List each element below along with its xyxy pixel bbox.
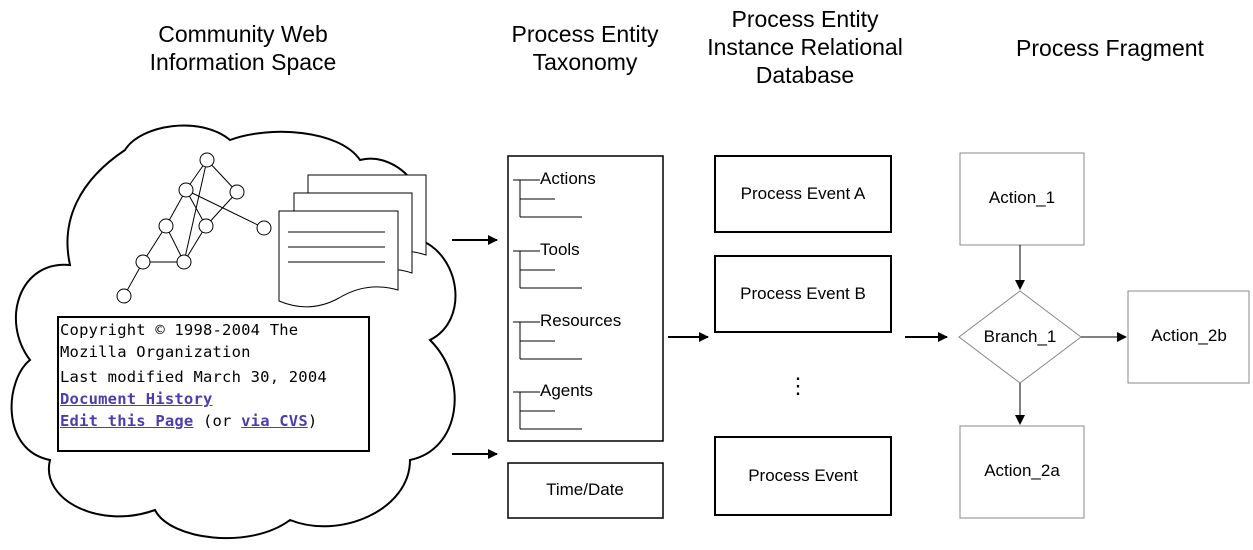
action-2b-label: Action_2b — [1151, 326, 1227, 345]
edit-page-link[interactable]: Edit this Page — [60, 412, 194, 430]
event-b-label: Process Event B — [740, 284, 866, 303]
ellipsis-vertical: ⋮ — [787, 373, 809, 398]
webpage-footer-box — [57, 316, 370, 452]
document-history-link[interactable]: Document History — [60, 390, 213, 408]
event-b-box — [714, 255, 892, 333]
taxonomy-tree — [513, 179, 582, 430]
webpage-footer-text: Copyright © 1998-2004 The Mozilla Organi… — [60, 319, 368, 449]
edit-end-text: ) — [307, 412, 318, 430]
event-a-box — [714, 155, 892, 233]
action-2a-label: Action_2a — [984, 461, 1060, 480]
taxonomy-item-tools: Tools — [540, 240, 580, 259]
taxonomy-box — [507, 155, 664, 442]
time-date-box — [507, 462, 664, 519]
action-1-box — [959, 152, 1085, 246]
action-1-label: Action_1 — [988, 188, 1056, 207]
edit-mid-text: (or — [193, 412, 242, 430]
organization-line: Mozilla Organization — [60, 343, 251, 361]
taxonomy-item-actions: Actions — [540, 169, 596, 188]
taxonomy-item-agents: Agents — [540, 381, 593, 400]
header-process-fragment: Process Fragment — [1016, 35, 1204, 61]
action-2b-box — [1127, 290, 1250, 384]
document-stack-icon — [278, 174, 427, 308]
branch-1-label: Branch_1 — [983, 327, 1057, 346]
action-2a-box — [959, 425, 1085, 519]
network-graph-icon — [116, 152, 272, 304]
time-date-label: Time/Date — [546, 480, 624, 499]
event-box — [714, 436, 892, 516]
event-a-label: Process Event A — [740, 184, 866, 203]
copyright-line: Copyright © 1998-2004 The — [60, 321, 299, 339]
taxonomy-item-resources: Resources — [540, 311, 622, 330]
header-database: Process Entity Instance Relational Datab… — [707, 6, 903, 88]
cvs-link[interactable]: via CVS — [241, 412, 308, 430]
event-label: Process Event — [748, 466, 858, 485]
header-community-web: Community Web Information Space — [149, 21, 337, 75]
header-taxonomy: Process Entity Taxonomy — [511, 21, 659, 75]
last-modified-line: Last modified March 30, 2004 — [60, 368, 327, 386]
